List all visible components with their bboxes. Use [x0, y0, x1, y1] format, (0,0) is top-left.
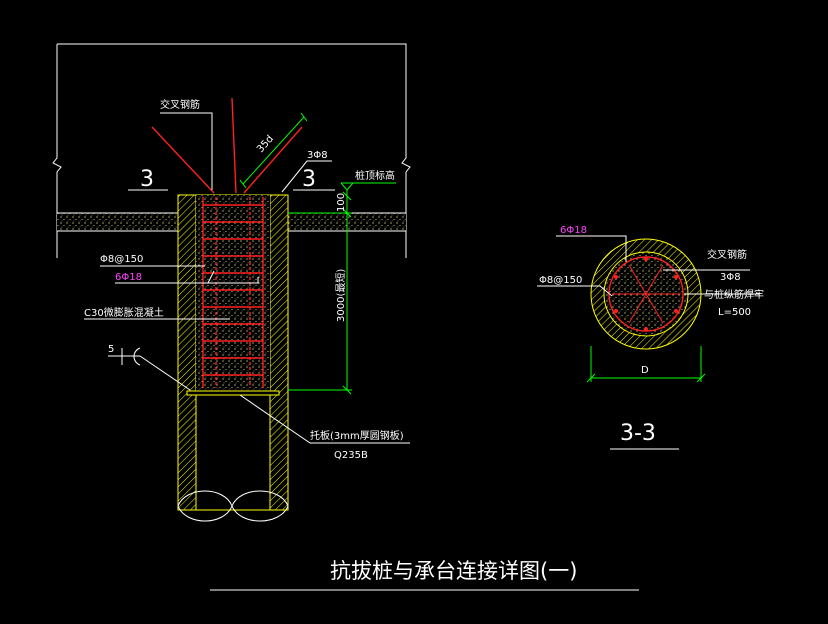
pile-cap-outline — [52, 43, 411, 258]
support-plate — [186, 390, 280, 396]
diameter-dimension — [586, 346, 706, 383]
section-cross-bar-label: 交叉钢筋 — [707, 248, 747, 261]
section-stirrup-label: Φ8@150 — [539, 275, 582, 286]
section-title: 3-3 — [620, 421, 656, 446]
cross-bar-label: 交叉钢筋 — [160, 98, 200, 111]
dim-top-label: 100 — [336, 193, 347, 212]
stirrup-label: Φ8@150 — [100, 254, 143, 265]
pile-break-end — [177, 490, 289, 522]
section-rebars — [614, 257, 678, 331]
pile-wall-right — [270, 195, 288, 510]
concrete-label: C30微膨胀混凝土 — [84, 306, 164, 319]
vertical-dimension — [288, 191, 352, 395]
tag-number: 5 — [108, 344, 114, 355]
weld-length: L=500 — [718, 307, 751, 318]
section-mark-left: 3 — [140, 167, 154, 192]
diameter-label: D — [641, 365, 649, 376]
section-view: 6Φ18 Φ8@150 交叉钢筋 3Φ8 与桩纵筋焊牢 L=500 D 3-3 — [537, 225, 764, 450]
elevation-label: 桩顶标高 — [355, 169, 395, 182]
weld-label: 与桩纵筋焊牢 — [704, 288, 764, 301]
stirrup-top-label: 3Φ8 — [307, 150, 328, 161]
rebar-label: 6Φ18 — [115, 272, 142, 283]
pile-wall-left — [178, 195, 196, 510]
anchor-length-dimension — [239, 112, 308, 189]
section-mark-right: 3 — [302, 167, 316, 192]
drawing-title: 抗拔桩与承台连接详图(一) — [330, 559, 577, 583]
ground-layer-left — [57, 213, 178, 231]
elevation-marker — [340, 182, 396, 212]
elevation-view: 3 3 交叉钢筋 35d 3Φ8 桩顶标高 — [52, 43, 411, 522]
dim-main-label: 3000(最短) — [334, 269, 347, 322]
section-cross-bars — [612, 264, 680, 324]
section-cross-bar-qty: 3Φ8 — [720, 272, 741, 283]
plate-label: 托板(3mm厚圆钢板) — [310, 429, 404, 442]
plate-grade: Q235B — [334, 450, 368, 461]
rebar-cage — [151, 97, 303, 388]
concrete-core — [196, 195, 270, 391]
section-rebar-label: 6Φ18 — [560, 225, 587, 236]
